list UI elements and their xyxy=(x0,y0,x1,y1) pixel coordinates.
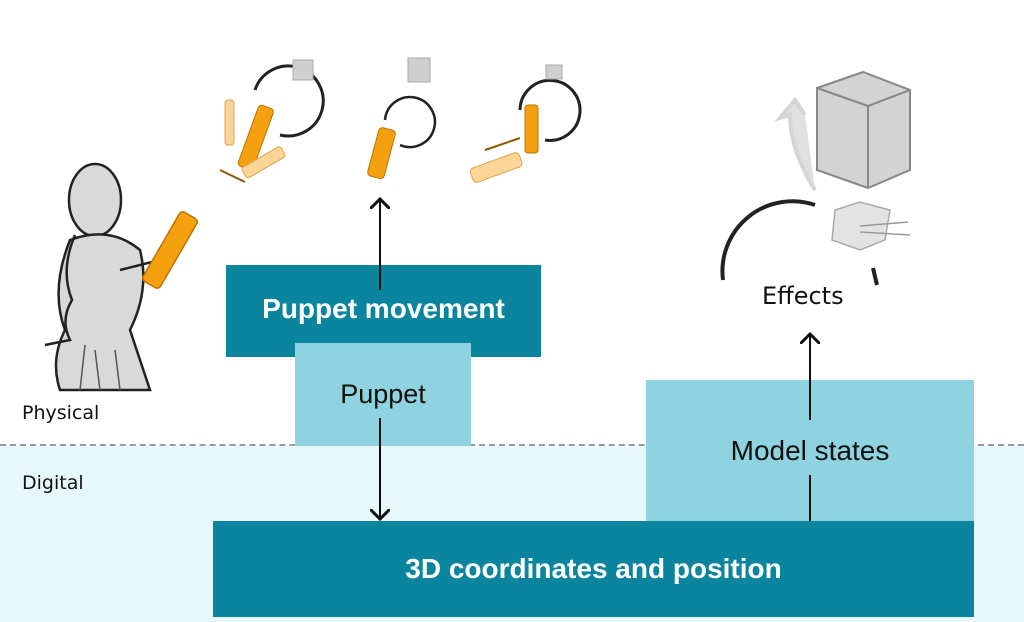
puppet-movement-label: Puppet movement xyxy=(262,293,505,324)
translate-x-sketch-icon xyxy=(219,59,325,183)
puppet-label: Puppet xyxy=(340,379,426,409)
physical-digital-divider xyxy=(0,444,1024,446)
rotate-sketch-icon xyxy=(367,57,437,180)
digital-label: Digital xyxy=(22,472,84,494)
held-puppet-icon xyxy=(142,211,198,289)
person-sketch-icon xyxy=(44,162,161,392)
coordinates-box: 3D coordinates and position xyxy=(213,521,974,617)
model-states-label: Model states xyxy=(730,435,890,466)
coordinates-label: 3D coordinates and position xyxy=(405,553,782,584)
puppet-movement-box: Puppet movement xyxy=(226,265,541,357)
translate-z-sketch-icon xyxy=(469,64,582,183)
effects-label: Effects xyxy=(762,282,844,310)
physical-label: Physical xyxy=(22,402,100,424)
puppet-box: Puppet xyxy=(295,343,471,446)
cube-effect-sketch-icon xyxy=(720,70,911,286)
